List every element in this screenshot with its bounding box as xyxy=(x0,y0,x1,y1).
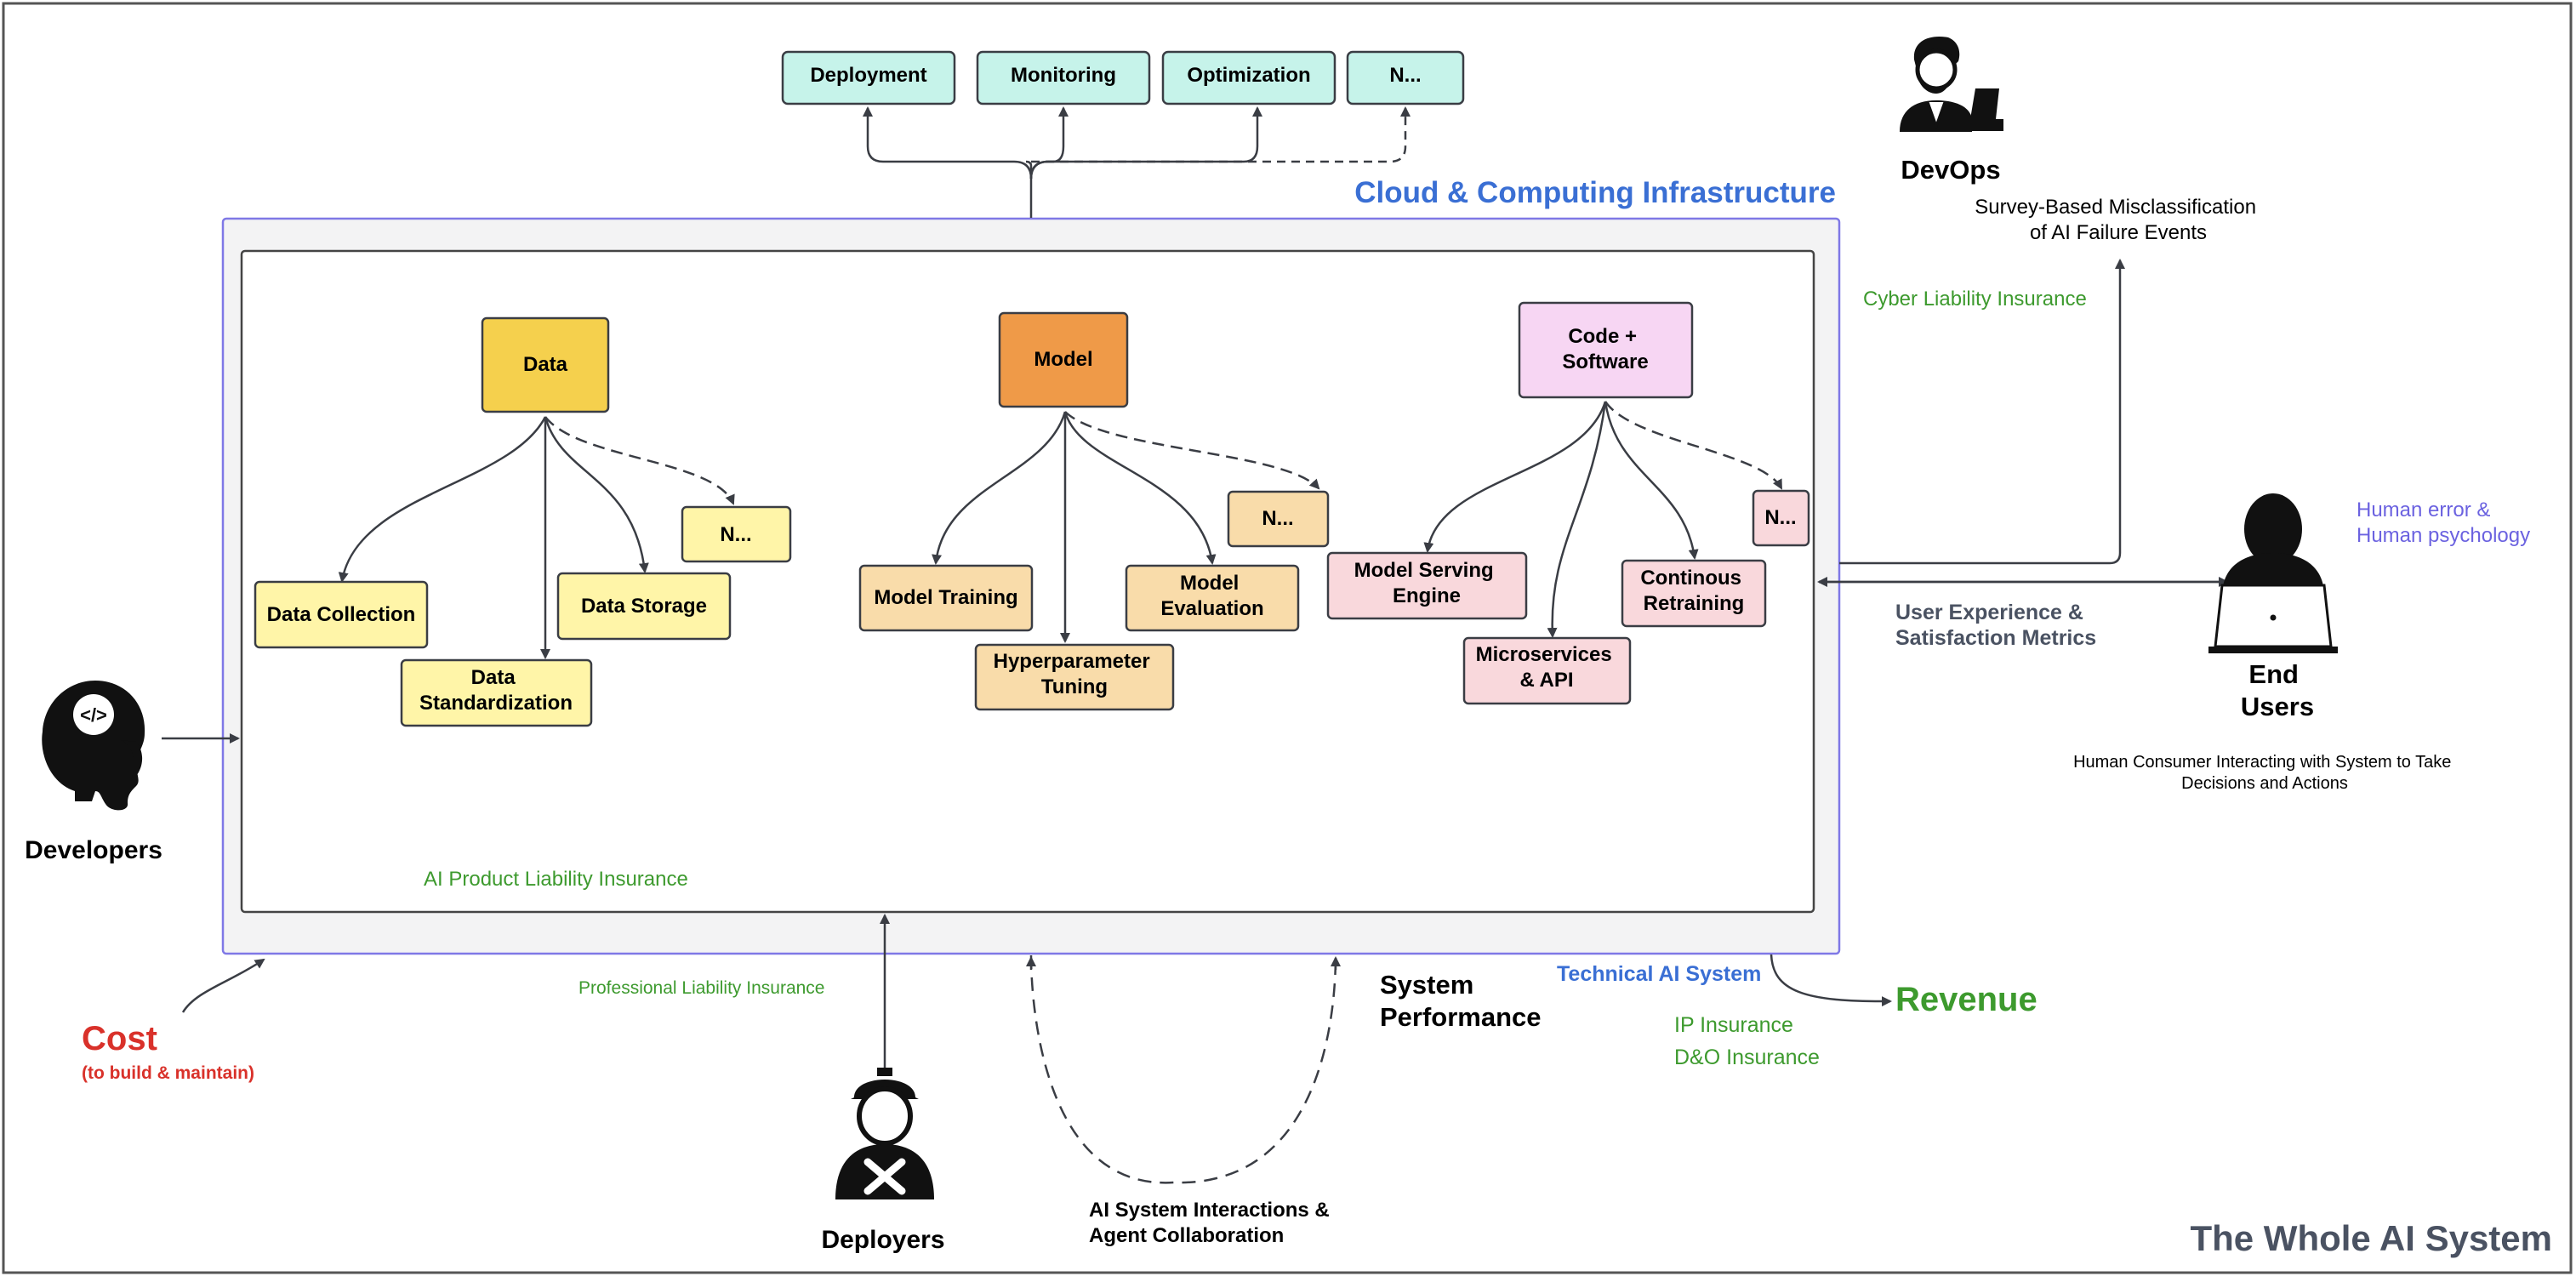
devops-feedback-arrow xyxy=(1839,259,2125,565)
survey-line-2: of AI Failure Events xyxy=(2030,221,2207,244)
revenue-label: Revenue xyxy=(1895,981,2037,1018)
hyperparameter-line-1: Hyperparameter xyxy=(994,650,1150,673)
retraining-label: Continous Retraining xyxy=(1640,567,1747,615)
code-software-node: Code + Software xyxy=(1518,301,1694,399)
interactions-line-2: Agent Collaboration xyxy=(1089,1224,1284,1247)
data-more-node: N... xyxy=(681,505,792,563)
consumer-line-2: Decisions and Actions xyxy=(2181,774,2348,793)
human-error-label: Human error & Human psychology xyxy=(2357,499,2530,547)
data-collection-node: Data Collection xyxy=(254,580,429,649)
data-storage-node: Data Storage xyxy=(556,572,732,641)
consumer-line-1: Human Consumer Interacting with System t… xyxy=(2073,753,2451,772)
microservices-node: Microservices & API xyxy=(1462,636,1632,705)
top-node-monitoring: Monitoring xyxy=(976,50,1151,105)
cost-sublabel: (to build & maintain) xyxy=(82,1063,254,1083)
do-insurance: D&O Insurance xyxy=(1674,1046,1820,1069)
developers-label: Developers xyxy=(25,836,162,864)
microservices-line-2: & API xyxy=(1519,669,1573,692)
model-training-label: Model Training xyxy=(874,586,1017,609)
system-performance-line-2: Performance xyxy=(1380,1002,1542,1032)
cloud-title: Cloud & Computing Infrastructure xyxy=(1354,176,1836,209)
top-node-more: N... xyxy=(1346,50,1465,105)
code-software-line-2: Software xyxy=(1562,350,1648,373)
whole-system-label: The Whole AI System xyxy=(2190,1218,2552,1258)
model-node: Model xyxy=(998,311,1129,408)
data-storage-label: Data Storage xyxy=(581,595,707,618)
code-more-node: N... xyxy=(1752,489,1810,547)
survey-label: Survey-Based Misclassification of AI Fai… xyxy=(1975,196,2261,244)
top-node-monitoring-label: Monitoring xyxy=(1011,64,1116,87)
model-serving-node: Model Serving Engine xyxy=(1326,551,1528,620)
data-standardization-label: Data Standardization xyxy=(419,666,573,715)
data-standardization-line-1: Data xyxy=(471,666,516,689)
model-evaluation-node: Model Evaluation xyxy=(1125,564,1300,632)
devops-label: DevOps xyxy=(1901,155,2000,185)
svg-text:</>: </> xyxy=(80,704,107,726)
professional-liability-insurance: Professional Liability Insurance xyxy=(578,978,825,998)
top-node-deployment: Deployment xyxy=(781,50,956,105)
survey-line-1: Survey-Based Misclassification xyxy=(1975,196,2256,219)
interactions-loop xyxy=(1029,954,1337,1184)
model-evaluation-line-1: Model xyxy=(1180,572,1239,595)
model-serving-label: Model Serving Engine xyxy=(1354,559,1500,607)
microservices-label: Microservices & API xyxy=(1476,643,1618,692)
ai-product-liability-insurance: AI Product Liability Insurance xyxy=(424,868,688,891)
top-node-more-label: N... xyxy=(1389,64,1421,87)
cyber-liability-insurance: Cyber Liability Insurance xyxy=(1863,288,2087,311)
system-performance-label: System Performance xyxy=(1380,970,1542,1032)
cost-arrow xyxy=(181,958,265,1013)
model-more-node: N... xyxy=(1227,490,1330,548)
code-software-label: Code + Software xyxy=(1562,325,1648,373)
model-evaluation-line-2: Evaluation xyxy=(1160,597,1263,620)
retraining-line-1: Continous xyxy=(1640,567,1741,590)
model-training-node: Model Training xyxy=(858,564,1034,632)
data-standardization-line-2: Standardization xyxy=(419,692,573,715)
ux-metrics-line-2: Satisfaction Metrics xyxy=(1895,626,2096,650)
human-error-line-2: Human psychology xyxy=(2357,524,2530,547)
end-users-label: End Users xyxy=(2241,659,2314,721)
consumer-label: Human Consumer Interacting with System t… xyxy=(2073,753,2456,793)
hyperparameter-line-2: Tuning xyxy=(1041,675,1108,698)
top-node-optimization: Optimization xyxy=(1161,50,1336,105)
interactions-line-1: AI System Interactions & xyxy=(1089,1199,1330,1222)
end-users-line-1: End xyxy=(2248,659,2299,689)
ux-metrics-label: User Experience & Satisfaction Metrics xyxy=(1895,601,2096,650)
code-more-label: N... xyxy=(1764,506,1796,529)
model-node-label: Model xyxy=(1034,348,1092,371)
top-node-optimization-label: Optimization xyxy=(1187,64,1310,87)
model-more-label: N... xyxy=(1262,507,1293,530)
end-user-icon xyxy=(2208,493,2338,653)
data-node: Data xyxy=(481,316,610,413)
top-node-deployment-label: Deployment xyxy=(810,64,926,87)
code-software-line-1: Code + xyxy=(1568,325,1637,348)
model-serving-line-2: Engine xyxy=(1393,584,1461,607)
retraining-line-2: Retraining xyxy=(1644,592,1745,615)
hyperparameter-tuning-label: Hyperparameter Tuning xyxy=(994,650,1156,698)
devops-icon xyxy=(1900,37,2003,132)
data-collection-label: Data Collection xyxy=(267,603,416,626)
ip-insurance: IP Insurance xyxy=(1674,1013,1793,1037)
data-node-label: Data xyxy=(523,353,568,376)
end-users-line-2: Users xyxy=(2241,692,2314,721)
hyperparameter-tuning-node: Hyperparameter Tuning xyxy=(974,643,1175,711)
developer-icon: </> xyxy=(42,681,145,811)
interactions-label: AI System Interactions & Agent Collabora… xyxy=(1089,1199,1335,1247)
retraining-node: Continous Retraining xyxy=(1621,559,1767,628)
system-performance-line-1: System xyxy=(1380,970,1473,1000)
deployer-icon xyxy=(835,1068,934,1199)
model-serving-line-1: Model Serving xyxy=(1354,559,1494,582)
deployers-label: Deployers xyxy=(821,1226,944,1254)
human-error-line-1: Human error & xyxy=(2357,499,2490,521)
model-evaluation-label: Model Evaluation xyxy=(1160,572,1263,620)
data-standardization-node: Data Standardization xyxy=(400,658,593,727)
data-more-label: N... xyxy=(720,523,751,546)
technical-system-label: Technical AI System xyxy=(1557,962,1761,986)
ux-metrics-line-1: User Experience & xyxy=(1895,601,2083,624)
microservices-line-1: Microservices xyxy=(1476,643,1612,666)
revenue-arrow xyxy=(1770,954,1892,1007)
cost-label: Cost xyxy=(82,1020,157,1057)
